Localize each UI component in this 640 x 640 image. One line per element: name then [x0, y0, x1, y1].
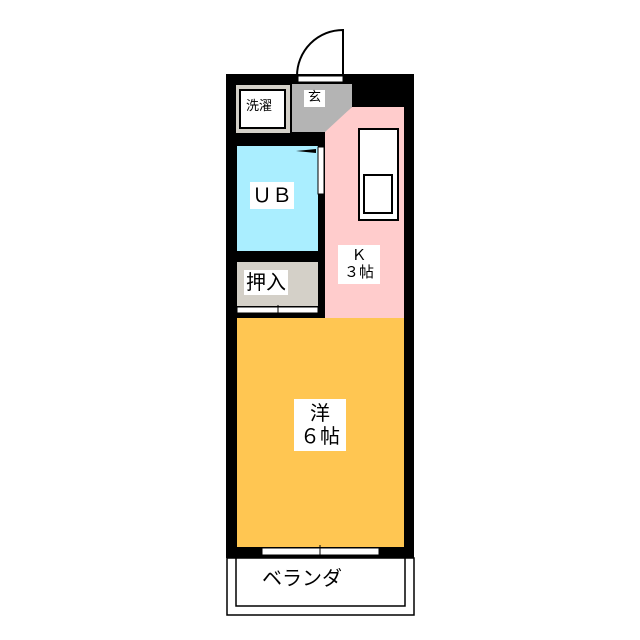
kitchen-size: ３帖 [344, 263, 375, 282]
kitchen-sink [363, 174, 393, 214]
kitchen-label: Ｋ ３帖 [338, 245, 381, 284]
western-room-label: 洋 ６帖 [294, 399, 346, 451]
unit-bath-label: ＵＢ [250, 182, 294, 209]
kitchen-name: Ｋ [351, 246, 367, 264]
western-room-size: ６帖 [300, 424, 340, 448]
entry-door-opening [297, 75, 344, 83]
closet-label: 押入 [244, 270, 288, 295]
balcony-label: ベランダ [262, 566, 342, 590]
bath-door-swing [296, 149, 316, 153]
entry-door-swing [296, 28, 344, 77]
entrance-label: 玄 [304, 90, 326, 107]
laundry-label: 洗濯 [245, 99, 274, 115]
western-room-name: 洋 [310, 401, 330, 425]
balcony-inner [235, 557, 406, 607]
bath-door [317, 146, 325, 195]
